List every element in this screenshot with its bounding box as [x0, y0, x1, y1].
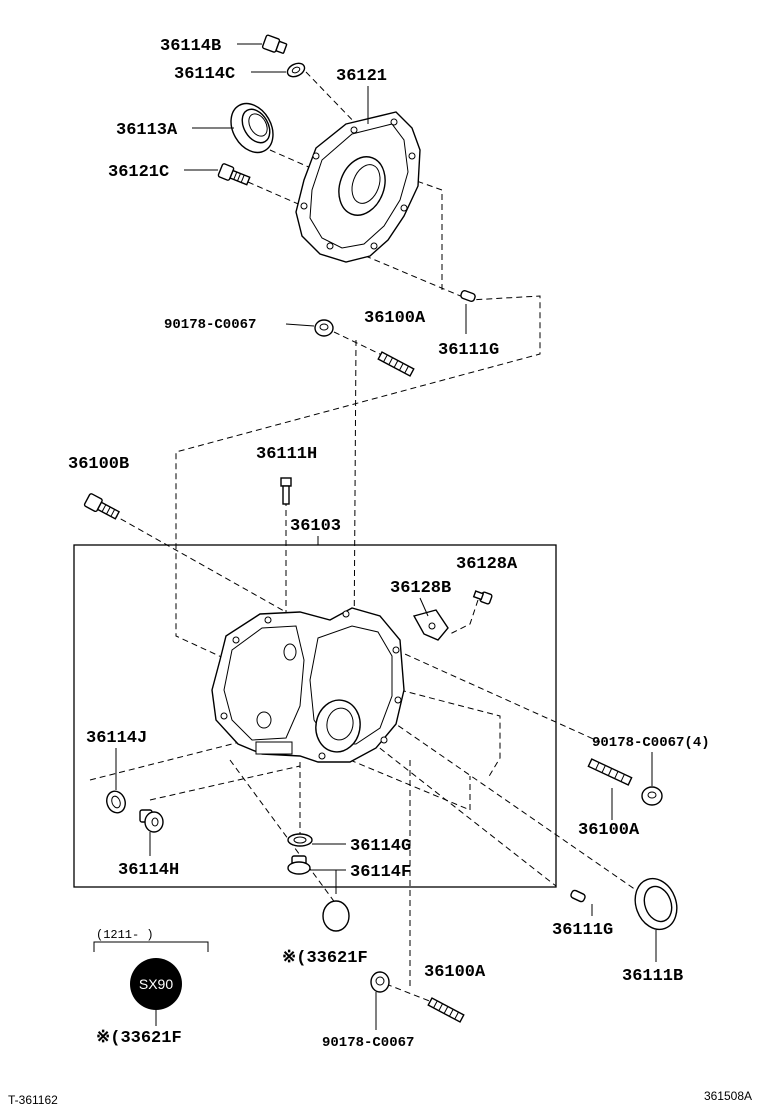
label-36114g: 36114G — [350, 837, 411, 856]
label-36111b: 36111B — [622, 967, 683, 986]
production-range-bracket: (1211- ) — [93, 928, 209, 952]
part-36103-transfer-case — [211, 607, 405, 763]
part-36121c-bolt — [217, 163, 251, 186]
badge-label: SX90 — [139, 976, 173, 992]
part-36111b-oil-seal — [634, 877, 678, 931]
label-36100b: 36100B — [68, 455, 129, 474]
part-36111g-pin-bottom — [570, 889, 586, 903]
part-90178-nut-top — [314, 319, 334, 337]
part-36128a-bolt — [472, 590, 493, 605]
assembly-frame — [73, 544, 557, 888]
label-36113a: 36113A — [116, 121, 178, 140]
part-36100a-stud-bottom — [427, 997, 465, 1023]
label-36100a-right: 36100A — [578, 821, 640, 840]
part-36114b-plug — [261, 34, 288, 54]
label-33621f-mid: ※(33621F — [282, 949, 368, 968]
part-36114c-gasket — [286, 62, 306, 78]
label-36114j: 36114J — [86, 729, 147, 748]
part-36128b-bracket — [412, 609, 449, 641]
label-36100a-top: 36100A — [364, 309, 426, 328]
label-90178-top: 90178-C0067 — [164, 317, 256, 333]
part-36114g-gasket — [287, 833, 313, 847]
label-90178-right: 90178-C0067(4) — [592, 735, 710, 751]
part-36114j-gasket — [106, 790, 126, 814]
label-leader-lines — [115, 43, 657, 1030]
label-36121: 36121 — [336, 67, 387, 86]
part-36121-extension-housing — [295, 111, 421, 263]
label-36114h: 36114H — [118, 861, 179, 880]
part-36114f-plug — [287, 855, 311, 875]
label-36100a-bottom: 36100A — [424, 963, 486, 982]
part-36100a-stud-top — [377, 351, 415, 377]
part-number-labels: 36114B 36114C 36121 36113A 36121C 90178-… — [68, 37, 710, 1051]
label-36128a: 36128A — [456, 555, 518, 574]
part-36100a-stud-right — [587, 758, 633, 786]
label-36111g-bottom: 36111G — [552, 921, 613, 940]
label-36114b: 36114B — [160, 37, 221, 56]
part-36111h-breather — [280, 477, 292, 505]
date-range-label: (1211- ) — [96, 928, 154, 942]
color-code-badge: SX90 — [130, 958, 182, 1010]
label-36128b: 36128B — [390, 579, 451, 598]
label-36111g-top: 36111G — [438, 341, 499, 360]
part-90178-nut-bottom — [370, 971, 390, 993]
part-36100b-bolt — [83, 493, 121, 520]
footer-right-code: 361508A — [704, 1089, 752, 1103]
part-36114h-plug — [139, 809, 164, 833]
label-36121c: 36121C — [108, 163, 169, 182]
part-33621f-plate — [322, 900, 350, 932]
label-36103: 36103 — [290, 517, 341, 536]
part-36111g-pin-top — [460, 289, 476, 303]
part-36113a-oil-seal — [230, 102, 274, 154]
label-33621f-bottom: ※(33621F — [96, 1029, 182, 1048]
footer-left-code: T-361162 — [8, 1093, 58, 1107]
label-36111h: 36111H — [256, 445, 317, 464]
label-90178-bottom: 90178-C0067 — [322, 1035, 414, 1051]
label-36114c: 36114C — [174, 65, 235, 84]
label-36114f: 36114F — [350, 863, 411, 882]
part-90178-nut-right — [641, 786, 663, 806]
